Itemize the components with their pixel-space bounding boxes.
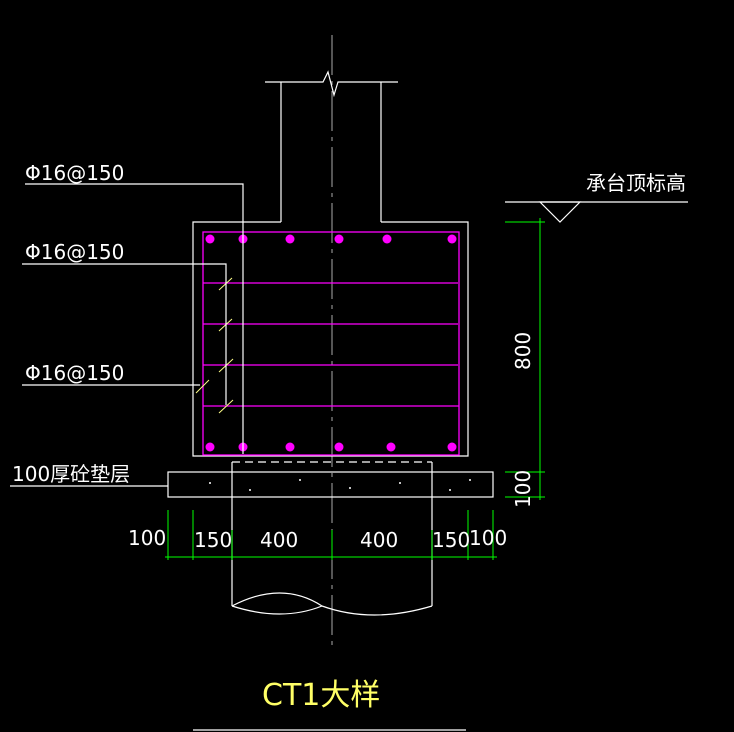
cushion-hatch: [209, 479, 471, 491]
rebar-label-1: Φ16@150: [25, 161, 124, 185]
elevation-marker: [505, 201, 688, 223]
dim-text: 400: [360, 528, 398, 552]
dim-text: 100: [128, 526, 166, 550]
horizontal-dimension: [165, 510, 497, 560]
rebar-cage: [195, 231, 460, 456]
dim-text: 150: [194, 528, 232, 552]
pile-cap-outline: [192, 221, 469, 457]
cap-height-dim: 800: [511, 332, 535, 370]
concrete-cushion: [167, 471, 494, 498]
dim-text: 400: [260, 528, 298, 552]
rebar-dots: [205, 234, 457, 452]
dim-text: 150: [432, 528, 470, 552]
rebar-label-3: Φ16@150: [25, 361, 124, 385]
elevation-label: 承台顶标高: [586, 171, 686, 195]
vertical-dimension: [505, 218, 545, 500]
cushion-dim: 100: [511, 470, 535, 508]
column: [265, 70, 398, 222]
cushion-label: 100厚砼垫层: [12, 462, 130, 486]
drawing-title: CT1大样: [262, 678, 380, 713]
rebar-leaders: [10, 183, 244, 487]
rebar-label-2: Φ16@150: [25, 240, 124, 264]
dim-text: 100: [469, 526, 507, 550]
